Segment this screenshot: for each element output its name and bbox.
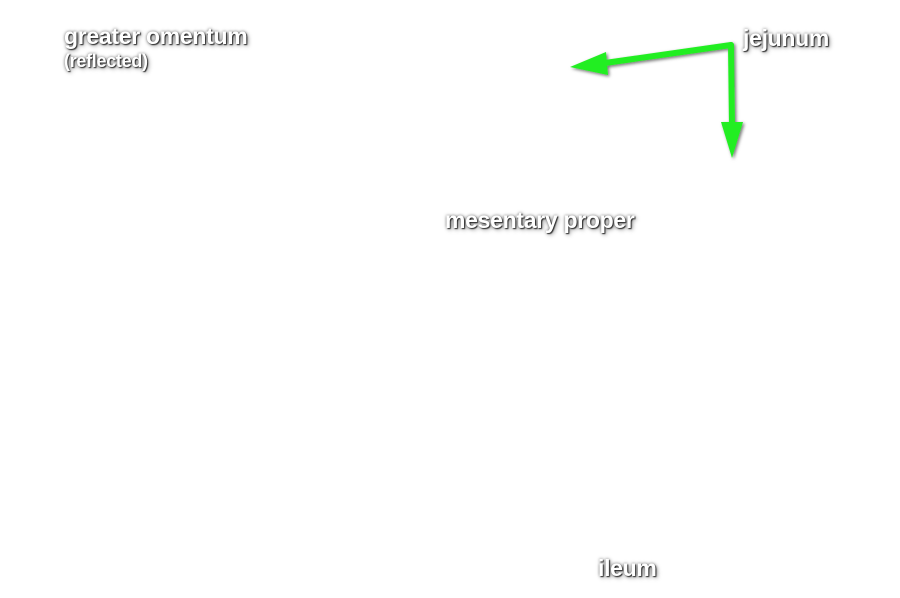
down-arrow-head [721, 122, 743, 158]
greater-omentum-label: greater omentum [64, 23, 248, 49]
arrow-group [570, 42, 743, 158]
greater-omentum-note: (reflected) [64, 51, 148, 71]
left-arrow-head [570, 52, 608, 75]
jejunum-label: jejunum [743, 25, 830, 51]
mesentary-proper-label: mesentary proper [445, 207, 635, 233]
ileum-label: ileum [598, 555, 657, 581]
down-arrow-shaft [728, 42, 735, 131]
left-arrow-shaft [595, 42, 734, 67]
